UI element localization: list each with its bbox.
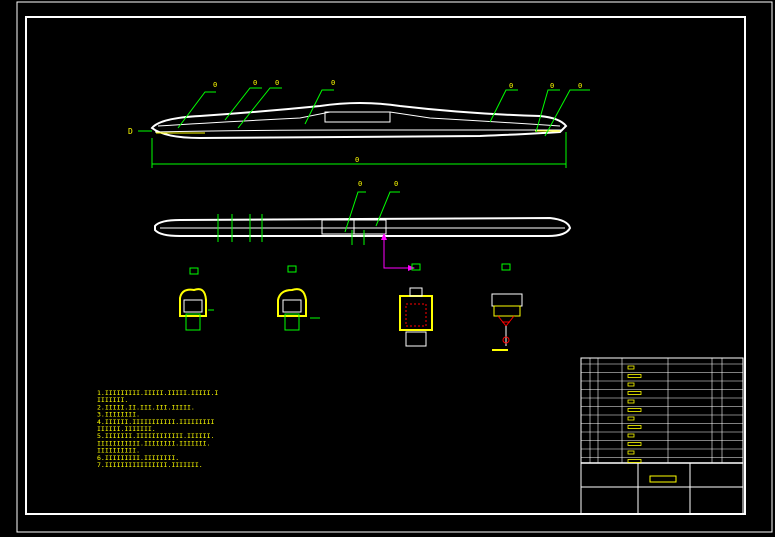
part-balloon-label: 0 bbox=[213, 81, 217, 89]
parts-list-cell-text bbox=[627, 450, 635, 455]
note-line: IIIIIIIIII. bbox=[97, 447, 140, 455]
parts-list-cell-text bbox=[627, 416, 635, 421]
blade-elevation-view bbox=[138, 87, 590, 168]
note-line: IIIIIII. bbox=[97, 396, 128, 404]
part-balloon-label: 0 bbox=[331, 79, 335, 87]
section-view-3 bbox=[399, 263, 433, 347]
part-balloon-label: 0 bbox=[550, 82, 554, 90]
blade-plan-view bbox=[154, 191, 572, 271]
parts-list-cell-text bbox=[627, 442, 642, 446]
part-balloon-label: 0 bbox=[253, 79, 257, 87]
parts-list-cell-text bbox=[627, 391, 642, 395]
part-balloon-label: 0 bbox=[358, 180, 362, 188]
parts-list-cell-text bbox=[627, 399, 635, 404]
parts-list-cell-text bbox=[627, 382, 635, 387]
note-line: IIIIII.IIIIIII. bbox=[97, 425, 156, 433]
note-line: 7.IIIIIIIIIIIIIIII.IIIIIII. bbox=[97, 461, 203, 469]
parts-list-cell-text bbox=[627, 374, 642, 378]
overall-dimension-label: 0 bbox=[355, 156, 359, 164]
note-line: 4.IIIIII.IIIIIIIIIII.IIIIIIIII bbox=[97, 418, 214, 426]
note-line: 6.IIIIIIIII.IIIIIIII. bbox=[97, 454, 179, 462]
part-balloon-label: 0 bbox=[275, 79, 279, 87]
technical-notes: 1.IIIIIIIII.IIIII.IIIII.IIIII.IIIIIIII.2… bbox=[97, 389, 218, 469]
inner-border bbox=[25, 16, 746, 515]
title-block bbox=[580, 357, 744, 515]
section-view-1 bbox=[179, 267, 214, 331]
parts-list-cell-text bbox=[627, 459, 642, 463]
part-balloon-label: 0 bbox=[578, 82, 582, 90]
note-line: 2.IIIII.II.III.III.IIIII. bbox=[97, 403, 195, 411]
part-balloon-label: 0 bbox=[509, 82, 513, 90]
outer-border bbox=[16, 1, 773, 533]
note-line: 5.IIIIIII.IIIIIIIIIIII.IIIIII. bbox=[97, 432, 214, 440]
parts-list-cell-text bbox=[627, 425, 642, 429]
section-view-4 bbox=[491, 263, 523, 351]
part-balloon-label: 0 bbox=[394, 180, 398, 188]
note-line: 3.IIIIIIII. bbox=[97, 411, 140, 419]
parts-list-cell-text bbox=[627, 408, 642, 412]
view-tag-label: D bbox=[128, 127, 133, 136]
note-line: 1.IIIIIIIII.IIIII.IIIII.IIIII.I bbox=[97, 389, 218, 397]
note-line: IIIIIIIIIII.IIIIIIII.IIIIIII. bbox=[97, 439, 211, 447]
parts-list-cell-text bbox=[627, 365, 635, 370]
section-view-2 bbox=[277, 265, 320, 331]
parts-list-cell-text bbox=[627, 433, 635, 438]
